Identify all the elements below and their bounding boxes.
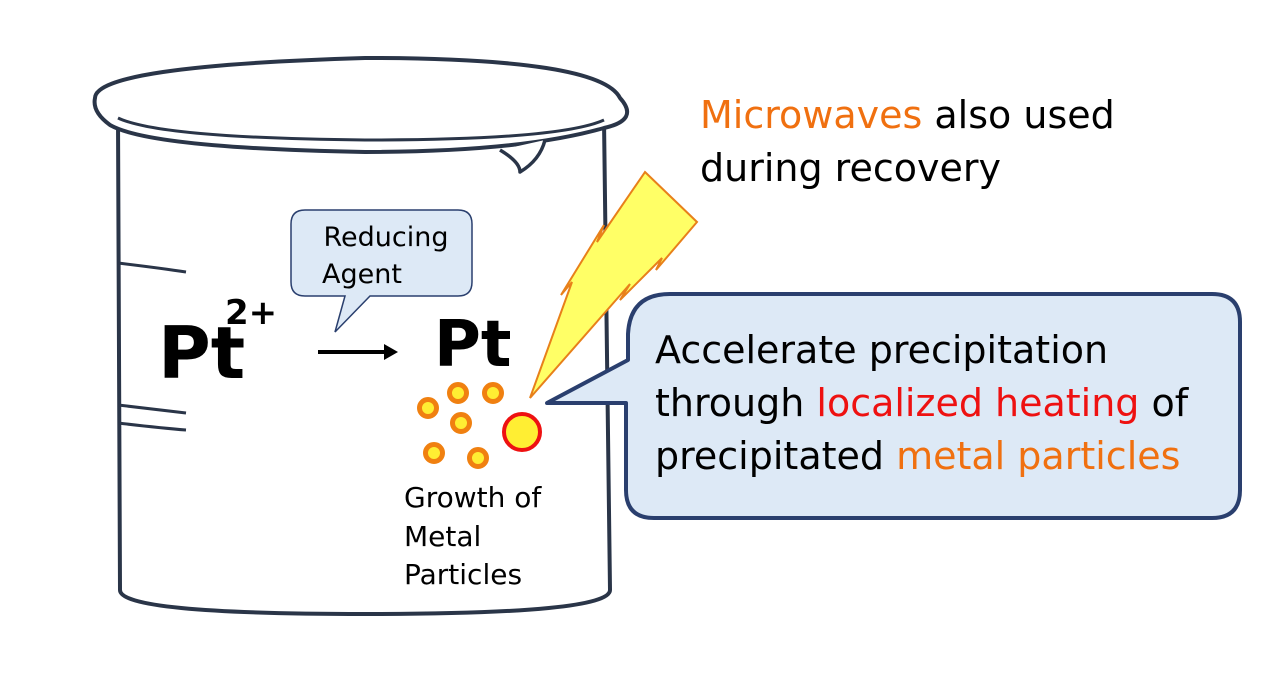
reducing-agent-bubble: Reducing Agent	[290, 209, 473, 333]
reducing-agent-label-line2: Agent	[322, 259, 402, 290]
particles-caption-line3: Particles	[404, 558, 522, 591]
metal-particle	[467, 447, 489, 469]
callout-line3-start: precipitated	[655, 434, 896, 478]
callout-line2-end: of	[1139, 381, 1189, 425]
metal-particle	[450, 412, 472, 434]
metal-particle	[417, 397, 439, 419]
beaker-icon	[92, 55, 630, 616]
microwaves-note-line2: during recovery	[700, 146, 1001, 190]
microwaves-note-line1: Microwaves also used	[700, 93, 1115, 137]
reactant-charge: 2+	[225, 293, 277, 333]
lightning-bolt-icon	[529, 170, 699, 399]
metal-particle	[447, 382, 469, 404]
microwaves-note-line1-rest: also used	[922, 93, 1114, 137]
callout-line1: Accelerate precipitation	[655, 328, 1108, 372]
metal-particle	[423, 442, 445, 464]
product-symbol: Pt	[434, 308, 512, 382]
reducing-agent-label-line1: Reducing	[323, 222, 448, 253]
callout-line2-start: through	[655, 381, 816, 425]
callout-line3: precipitated metal particles	[655, 434, 1180, 478]
particles-caption-line2: Metal	[404, 520, 481, 553]
particles-caption-line1: Growth of	[404, 481, 542, 514]
callout-localized-heating: localized heating	[816, 381, 1139, 425]
reactant-symbol: Pt	[158, 311, 245, 395]
callout-line2: through localized heating of	[655, 381, 1190, 425]
metal-particle	[482, 382, 504, 404]
callout-metal-particles: metal particles	[896, 434, 1180, 478]
reaction-arrow-icon	[318, 344, 398, 360]
large-metal-particle	[502, 412, 542, 452]
metal-particles	[417, 382, 542, 469]
callout-bubble	[545, 292, 1242, 520]
microwaves-highlight: Microwaves	[700, 93, 922, 137]
